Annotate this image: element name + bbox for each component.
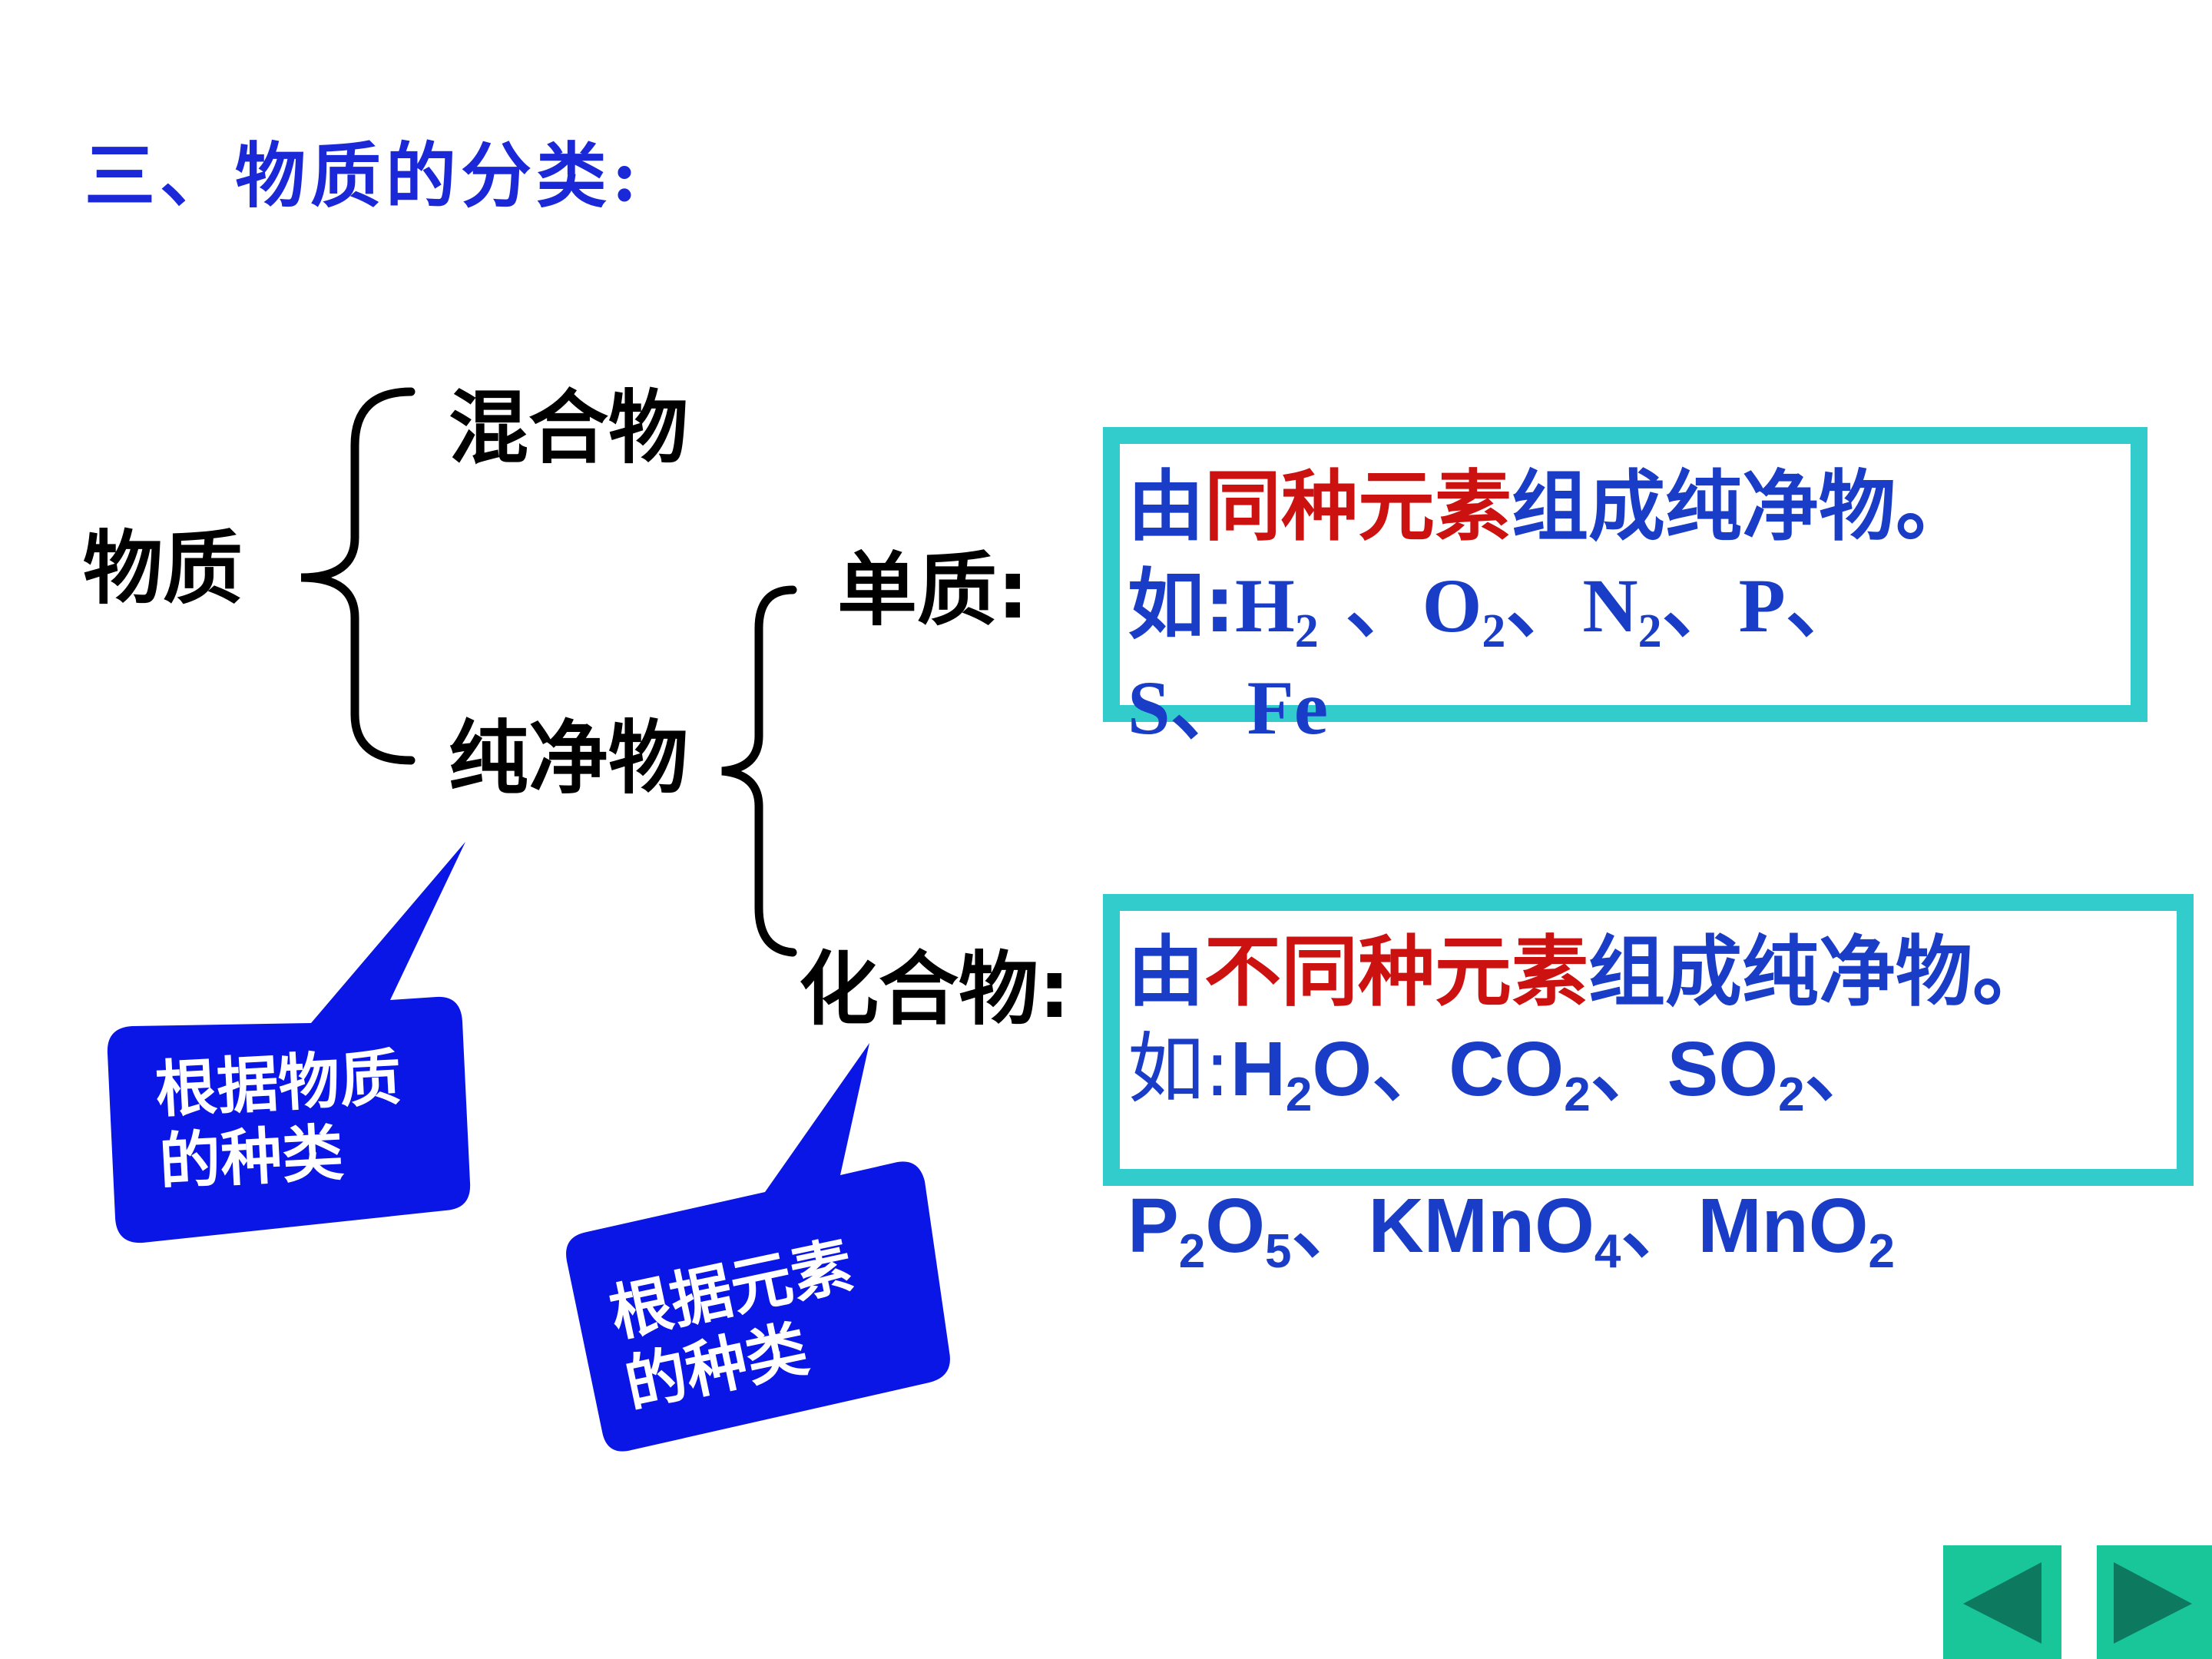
node-element: 单质:: [837, 543, 1029, 637]
callout-substance-type: 根据物质 的种类: [154, 1041, 403, 1199]
page-title: 三、物质的分类:: [84, 134, 642, 217]
element-definition-box: [1103, 427, 2147, 722]
brace-pure: [721, 585, 797, 957]
callout-substance-type-shape: [107, 842, 471, 1243]
node-compound: 化合物:: [799, 942, 1071, 1036]
next-slide-button[interactable]: [2097, 1545, 2212, 1659]
node-pure-substance: 纯净物: [449, 711, 689, 805]
compound-definition-box: [1103, 894, 2194, 1186]
element-example-line2: S、Fe: [1128, 665, 1329, 750]
compound-example-line2: P2O5、KMnO4、MnO2: [1128, 1183, 1895, 1278]
node-substance: 物质: [83, 522, 243, 615]
element-example-line1: 如:H2 、O2、N2、P、: [1128, 560, 1863, 657]
triangle-right-icon: [2114, 1562, 2192, 1644]
brace-root: [300, 387, 416, 765]
compound-definition: 由不同种元素组成纯净物。: [1128, 927, 2049, 1017]
triangle-left-icon: [1963, 1562, 2041, 1644]
compound-definition-highlight: 不同种元素: [1204, 927, 1588, 1017]
element-definition: 由同种元素组成纯净物。: [1128, 462, 1972, 551]
compound-example-line1: 如:H2O、CO2、SO2、: [1128, 1024, 1882, 1121]
node-mixture: 混合物: [449, 381, 689, 475]
callout-element-type-shape: [566, 1043, 950, 1452]
prev-slide-button[interactable]: [1943, 1545, 2061, 1659]
element-definition-highlight: 同种元素: [1204, 462, 1512, 551]
